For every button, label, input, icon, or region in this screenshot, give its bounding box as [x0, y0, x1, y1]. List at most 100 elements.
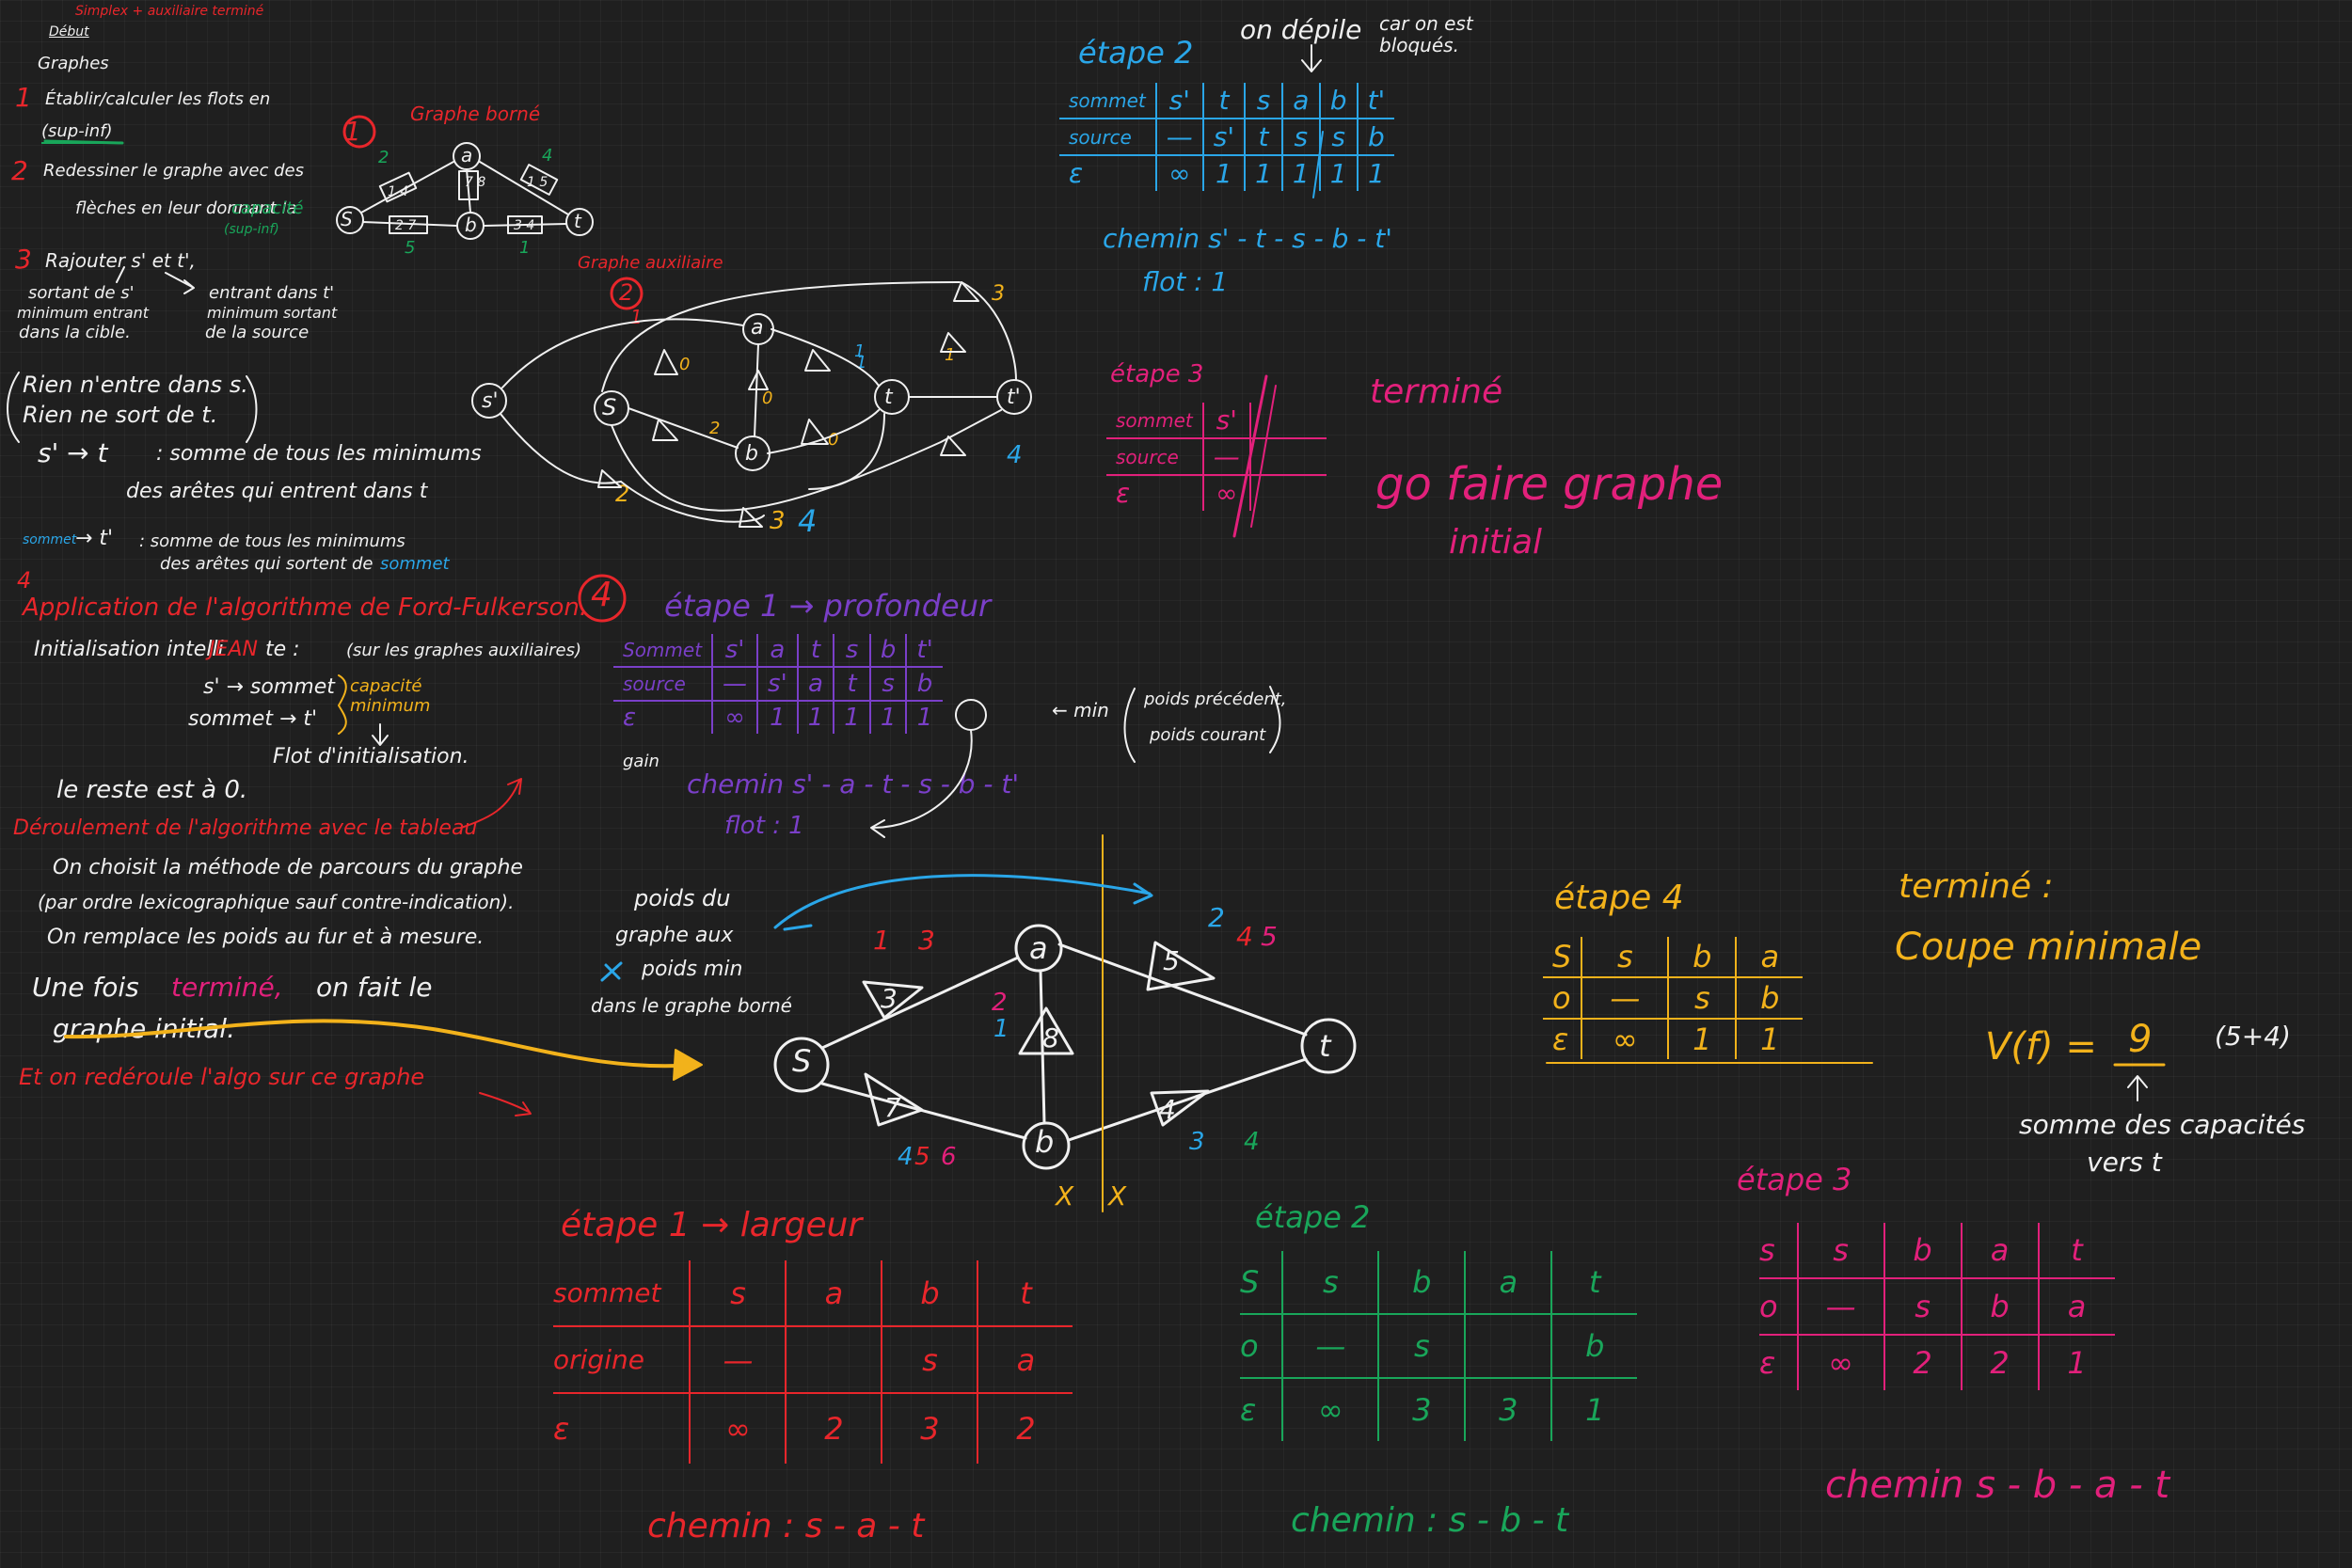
etape1-larg-chemin: chemin : s - a - t: [647, 1507, 925, 1545]
min-paren-l: [1123, 688, 1136, 763]
somme-capacites: somme des capacités: [2019, 1109, 2306, 1140]
entrant-1: entrant dans t': [209, 283, 335, 303]
step3-text: Rajouter s' et t',: [45, 249, 196, 272]
step1-number: 1: [15, 82, 32, 113]
etape2-top-title: étape 2: [1078, 35, 1194, 71]
sortant-3: dans la cible.: [19, 323, 131, 342]
init-b: JEAN: [209, 638, 258, 661]
blue-arrow: [773, 874, 1153, 929]
application-ff: Application de l'algorithme de Ford-Fulk…: [23, 594, 588, 622]
sommet-tp2: sommet → t': [188, 707, 318, 731]
go-faire-graphe: go faire graphe: [1375, 458, 1724, 511]
gi-flow-sb-4: 4: [898, 1143, 914, 1171]
gi-flow-sb-6: 6: [941, 1143, 957, 1171]
une-fois-a: Une fois: [32, 972, 139, 1003]
gb-node-t: t: [574, 210, 581, 232]
sommet-tp-desc-2: des arêtes qui sortent de: [160, 554, 373, 574]
gb-side-4: 4: [542, 146, 553, 166]
gb-side-1: 1: [519, 238, 531, 258]
gi-cap-ab: 8: [1042, 1022, 1059, 1053]
ga-label-1c: 1: [945, 345, 956, 365]
gb-side-5: 5: [405, 238, 416, 258]
sommet-tp-desc-3: sommet: [380, 554, 450, 574]
debut-label: Début: [49, 24, 89, 40]
step1-sub: (sup-inf): [41, 121, 113, 144]
gain-label: gain: [623, 752, 660, 771]
ga-label-1d: 1: [856, 353, 867, 372]
ga-node-sp: s': [482, 389, 499, 413]
graphe-aux-number: 2: [619, 279, 634, 306]
vf-arrow-up: [2127, 1075, 2148, 1101]
gi-cap-bt: 4: [1159, 1094, 1176, 1125]
choisit-2: (par ordre lexicographique sauf contre-i…: [38, 891, 515, 913]
etape2-top-flot: flot : 1: [1142, 266, 1229, 297]
une-fois-termine: terminé,: [171, 972, 283, 1003]
step4-number: 4: [17, 567, 32, 594]
gi-node-t: t: [1319, 1028, 1331, 1064]
etape2-top-chemin: chemin s' - t - s - b - t': [1103, 223, 1392, 254]
gi-node-b: b: [1035, 1124, 1055, 1160]
entrant-2: minimum sortant: [207, 304, 338, 322]
ga-label-3: 3: [992, 282, 1005, 306]
ga-label-4a: 4: [1007, 441, 1023, 469]
entrant-3: de la source: [205, 323, 310, 342]
blue-arrow-2: [783, 924, 813, 931]
vf-five-four: (5+4): [2215, 1021, 2291, 1052]
gi-flow-ab-1: 1: [993, 1015, 1009, 1043]
dans-graphe-borne: dans le graphe borné: [591, 994, 792, 1017]
table-row: ε∞: [1106, 474, 1327, 511]
vf-nine: 9: [2128, 1018, 2153, 1061]
sortant-2: minimum entrant: [17, 304, 150, 322]
ga-node-a: a: [751, 316, 764, 340]
gi-flow-sb-5: 5: [914, 1143, 930, 1171]
ga-node-b: b: [745, 442, 758, 466]
ga-label-1a: 1: [630, 306, 643, 328]
graphe-borne-number: 1: [344, 116, 361, 147]
graphe-initial-text: graphe initial.: [53, 1013, 235, 1044]
poids-du: poids du: [634, 885, 731, 911]
gb-edge-sb: 2 7: [395, 218, 417, 233]
step2-capacite: capacité: [231, 198, 304, 218]
gb-node-a: a: [461, 144, 473, 166]
step2-text-b: flèches en leur donnant la: [75, 198, 297, 218]
etape1-prof-flot: flot : 1: [724, 812, 804, 840]
etape3-top-title: étape 3: [1110, 360, 1204, 388]
sommet-tp-desc-1: : somme de tous les minimums: [139, 531, 405, 551]
etape1-larg-title: étape 1 → largeur: [561, 1206, 863, 1244]
choisit-3: On remplace les poids au fur et à mesure…: [47, 926, 485, 949]
gb-edge-sa: 1 4: [388, 184, 409, 199]
etape3-bot-title: étape 3: [1737, 1162, 1852, 1197]
ga-label-0b: 0: [762, 388, 773, 408]
yellow-arrowhead: [673, 1049, 703, 1081]
min-note-1: ← min: [1052, 699, 1109, 721]
etape4-termine: terminé :: [1899, 867, 2054, 906]
cut-x-2: X: [1108, 1180, 1127, 1212]
sur-aux: (sur les graphes auxiliaires): [346, 641, 581, 660]
init-c: te :: [265, 638, 300, 661]
etape1-prof-chemin: chemin s' - a - t - s - b - t': [687, 768, 1020, 800]
min-note-3: poids courant: [1150, 725, 1266, 745]
sortant-1: sortant de s': [28, 283, 135, 303]
graphe-aux-title: Graphe auxiliaire: [578, 253, 723, 273]
etape1-prof-title: étape 1 → profondeur: [664, 588, 992, 624]
graphe-borne-title: Graphe borné: [410, 103, 541, 125]
gi-flow-sa-1: 1: [873, 925, 890, 956]
etape3-top-termine: terminé: [1370, 372, 1503, 411]
step1-text: Établir/calculer les flots en: [45, 89, 271, 109]
gb-edge-bt: 3 4: [514, 218, 535, 233]
